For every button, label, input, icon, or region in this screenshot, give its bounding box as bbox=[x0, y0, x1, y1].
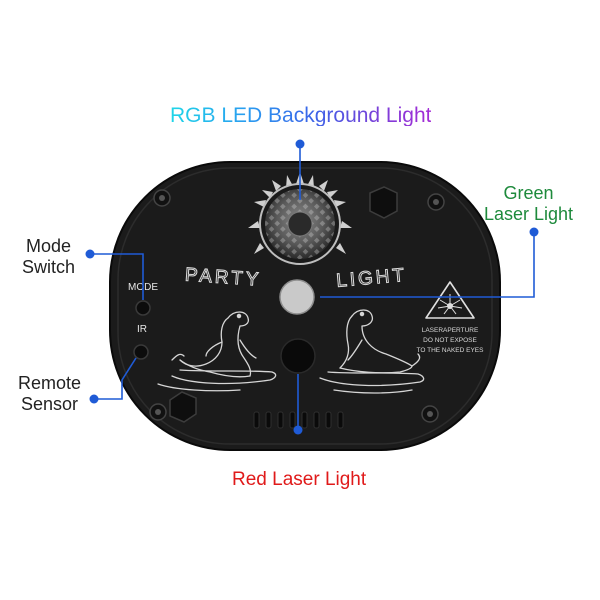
mode-switch-label-line1: Mode bbox=[25, 236, 72, 256]
screw-top-right-icon bbox=[427, 193, 445, 211]
remote-sensor-label-line1: Remote bbox=[18, 373, 82, 393]
device-body-bevel bbox=[117, 167, 493, 445]
green-laser-label-line1: Green bbox=[503, 183, 554, 203]
mode-switch-label-line2: Switch bbox=[22, 257, 76, 277]
pointer-dot-mode bbox=[85, 249, 95, 259]
hex-nut-bottom-icon bbox=[169, 391, 197, 423]
pointer-dot-green bbox=[529, 227, 539, 237]
laser-warning-icon bbox=[425, 281, 475, 319]
pointer-dots bbox=[85, 139, 539, 435]
remote-sensor-label: Remote Sensor bbox=[18, 373, 81, 415]
pointer-dot-rgb bbox=[295, 139, 305, 149]
red-laser-aperture bbox=[280, 338, 316, 374]
warning-line-2: DO NOT EXPOSE bbox=[423, 337, 477, 344]
ir-text: IR bbox=[137, 324, 147, 335]
rgb-led-background-light-label: RGB LED Background Light bbox=[170, 104, 432, 127]
pointer-dot-remote bbox=[89, 394, 99, 404]
vent-grille bbox=[253, 411, 344, 429]
right-seal-engraving bbox=[319, 309, 425, 394]
green-laser-light-label: Green Laser Light bbox=[484, 183, 573, 225]
left-seal-engraving bbox=[157, 311, 277, 392]
green-laser-label-line2: Laser Light bbox=[484, 204, 574, 224]
rgb-led-center bbox=[287, 211, 313, 237]
ir-sensor bbox=[133, 344, 149, 360]
hex-nut-top-icon bbox=[369, 186, 398, 219]
screw-bottom-left-icon bbox=[149, 403, 167, 421]
green-laser-aperture bbox=[279, 279, 315, 315]
screw-bottom-right-icon bbox=[421, 405, 439, 423]
pointer-dot-red bbox=[293, 425, 303, 435]
red-laser-light-label: Red Laser Light bbox=[232, 469, 367, 490]
warning-line-1: LASERAPERTURE bbox=[422, 327, 479, 334]
mode-switch-label: Mode Switch bbox=[22, 236, 75, 278]
pointer-lines bbox=[90, 144, 535, 430]
mode-switch-button[interactable] bbox=[135, 300, 151, 316]
warning-line-3: TO THE NAKED EYES bbox=[417, 347, 485, 354]
screw-top-left-icon bbox=[153, 189, 171, 207]
remote-sensor-label-line2: Sensor bbox=[20, 394, 79, 414]
